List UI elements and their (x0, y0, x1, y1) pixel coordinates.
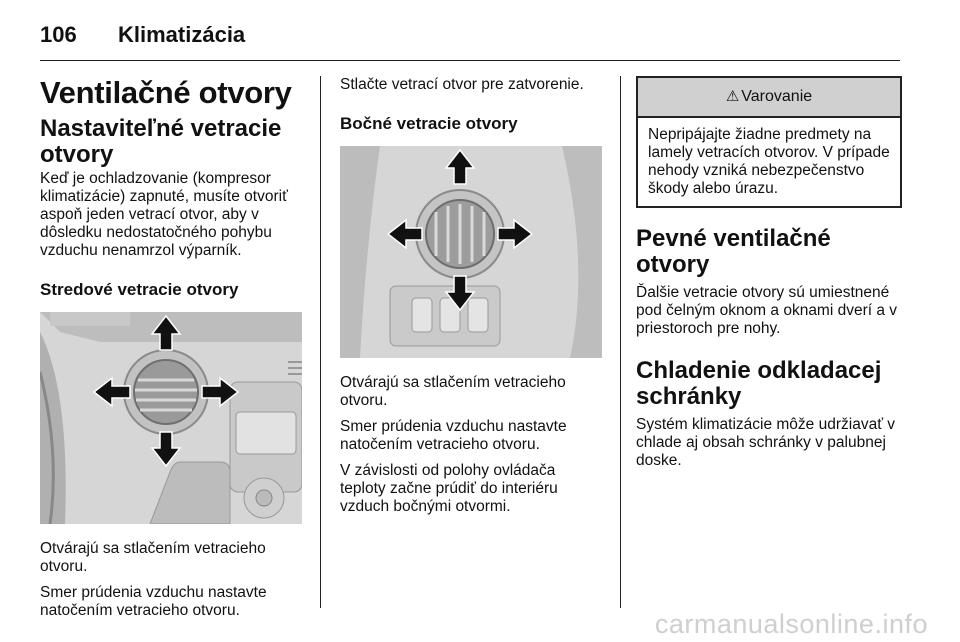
section-title: Ventilačné otvory (40, 75, 292, 110)
side-vents-direction-text: Smer prúdenia vzduchu nastavte natočením… (340, 418, 567, 453)
page-header: 106 Klimatizácia (40, 20, 900, 60)
center-vents-direction-text: Smer prúdenia vzduchu nastavte natočením… (40, 584, 267, 619)
column-middle: Stlačte vetrací otvor pre zatvorenie. Bo… (340, 76, 605, 524)
column-divider (320, 76, 321, 608)
arrow-left-icon (386, 218, 423, 250)
glovebox-cooling-text: Systém klimatizácie môže udržiavať v chl… (636, 416, 896, 469)
intro-paragraph: Keď je ochladzovanie (kompresor klimatiz… (40, 170, 288, 259)
column-divider (620, 76, 621, 608)
fixed-vents-heading: Pevné ventilačné otvory (636, 225, 831, 278)
side-vents-open-text: Otvárajú sa stlačením vetracieho otvoru. (340, 374, 566, 409)
arrow-right-icon (201, 376, 240, 408)
column-left: Ventilačné otvory Nastaviteľné vetracie … (40, 76, 305, 628)
subheading-center-vents: Stredové vetracie otvory (40, 280, 239, 299)
arrow-left-icon (92, 376, 131, 408)
fixed-vents-text: Ďalšie vetracie otvory sú umiestnené pod… (636, 284, 898, 337)
center-vent-diagram (40, 312, 302, 524)
glovebox-cooling-heading: Chladenie odkladacej schránky (636, 357, 882, 410)
side-vent-diagram (340, 146, 602, 358)
arrow-down-icon (444, 275, 476, 312)
page-number: 106 (40, 22, 77, 47)
warning-triangle-icon: ⚠ (725, 88, 740, 105)
watermark: carmanualsonline.info (654, 609, 928, 639)
warning-text: Nepripájajte žiadne predmety na lamely v… (648, 126, 890, 197)
arrow-down-icon (150, 431, 182, 468)
warning-header: ⚠Varovanie (638, 78, 900, 118)
arrow-up-icon (444, 148, 476, 185)
column-right: ⚠Varovanie Nepripájajte žiadne predmety … (636, 76, 902, 478)
warning-title: Varovanie (741, 88, 813, 105)
arrow-up-icon (150, 314, 182, 351)
center-vents-open-text: Otvárajú sa stlačením vetracieho otvoru. (40, 540, 266, 575)
subsection-title: Nastaviteľné vetracie otvory (40, 115, 282, 168)
close-vent-text: Stlačte vetrací otvor pre zatvorenie. (340, 76, 584, 93)
header-divider (40, 60, 900, 61)
center-vents-illustration (40, 312, 302, 524)
subheading-side-vents: Bočné vetracie otvory (340, 114, 518, 133)
warning-box: ⚠Varovanie Nepripájajte žiadne predmety … (636, 76, 902, 208)
side-vents-illustration (340, 146, 602, 358)
chapter-title: Klimatizácia (118, 22, 246, 47)
side-vents-temperature-text: V závislosti od polohy ovládača teploty … (340, 462, 558, 515)
arrow-right-icon (497, 218, 534, 250)
